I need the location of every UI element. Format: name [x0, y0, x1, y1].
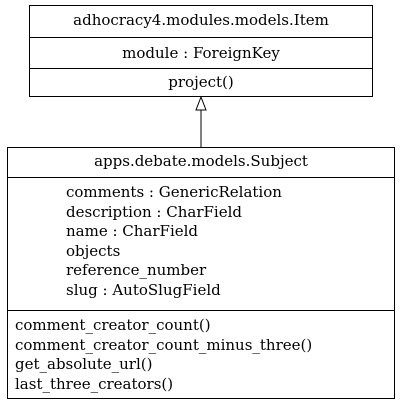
parent-class-name-compartment: adhocracy4.modules.models.Item: [30, 6, 372, 37]
parent-class-attribute: module : ForeignKey: [122, 44, 280, 62]
child-class-method: comment_creator_count_minus_three(): [15, 335, 313, 354]
child-class-attribute: name : CharField: [66, 222, 199, 240]
child-class-method: last_three_creators(): [15, 374, 174, 393]
parent-class-attributes-compartment: module : ForeignKey: [30, 37, 372, 68]
parent-class-method: project(): [168, 73, 234, 91]
child-class-name-compartment: apps.debate.models.Subject: [8, 148, 394, 177]
child-class-attribute: objects: [66, 241, 121, 260]
parent-class-name: adhocracy4.modules.models.Item: [73, 11, 329, 29]
child-class-attributes-compartment: comments : GenericRelation description :…: [8, 177, 394, 310]
child-class-attribute: description : CharField: [66, 202, 242, 221]
child-class-method: get_absolute_url(): [15, 355, 153, 373]
child-class-method: comment_creator_count(): [15, 316, 211, 334]
child-class-attribute: slug : AutoSlugField: [66, 280, 221, 299]
inheritance-arrowhead: [195, 95, 207, 111]
child-class-name: apps.debate.models.Subject: [94, 152, 308, 170]
child-class-attribute: reference_number: [66, 261, 207, 279]
parent-class-box: adhocracy4.modules.models.Item module : …: [29, 5, 373, 97]
parent-class-methods-compartment: project(): [30, 68, 372, 96]
child-class-attribute: comments : GenericRelation: [66, 183, 282, 201]
child-class-methods-compartment: comment_creator_count() comment_creator_…: [8, 310, 394, 398]
child-class-box: apps.debate.models.Subject comments : Ge…: [7, 147, 395, 399]
